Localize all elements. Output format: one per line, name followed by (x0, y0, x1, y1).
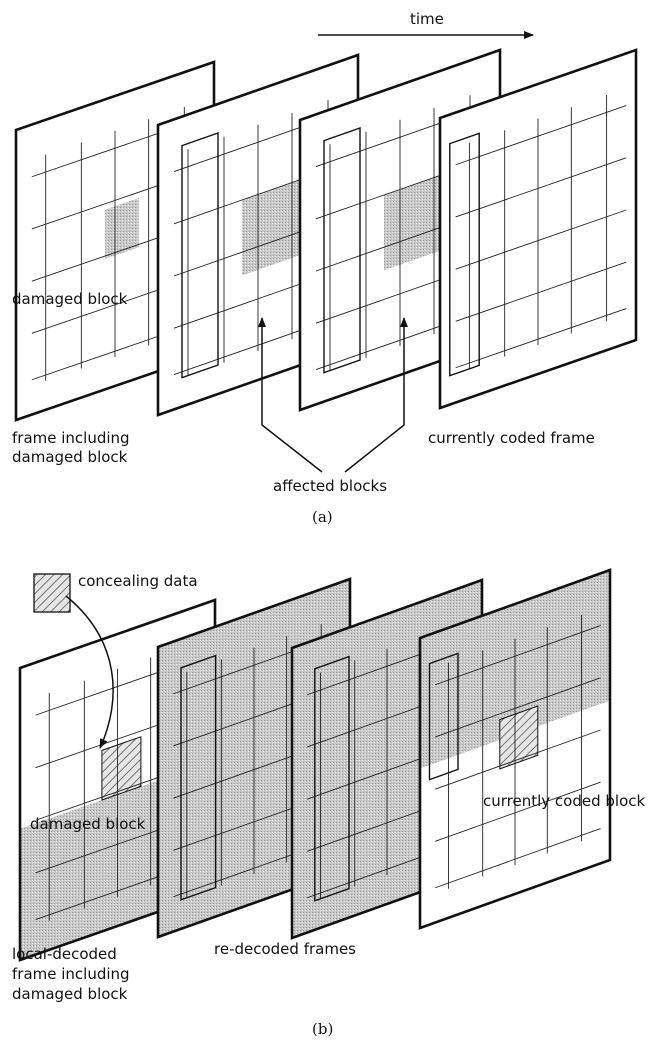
concealing-data-block (33, 573, 71, 613)
local-decoded-label-line3: damaged block (12, 985, 128, 1003)
b-frame-4 (418, 568, 612, 930)
affected-arrow-left (258, 317, 323, 473)
re-decoded-frames-label: re-decoded frames (214, 940, 356, 958)
local-decoded-label-line1: local-decoded (12, 945, 117, 963)
b-frame-4-inner (428, 652, 459, 781)
b-frame-2-inner (180, 654, 217, 901)
concealing-arrow (65, 595, 114, 749)
affected-blocks-label: affected blocks (273, 477, 387, 495)
b-frame-4-hline-3 (435, 781, 601, 842)
a-frame-4-hline-2 (455, 209, 627, 270)
a-frame-3-inner (323, 127, 361, 374)
a-frame-4-border (438, 48, 638, 410)
damaged-block-label-b: damaged block (30, 815, 146, 833)
a-frame-3-shade-0 (384, 169, 456, 271)
damaged-block-label-a: damaged block (12, 290, 128, 308)
a-frame-2-inner (181, 132, 219, 379)
a-frame-2-shade-0 (242, 174, 314, 276)
a-frame-4-inner (449, 132, 480, 377)
frame-including-label-line2: damaged block (12, 448, 128, 466)
panel-b (18, 568, 612, 962)
concealing-data-label: concealing data (78, 572, 198, 590)
b-frame-4-hline-1 (435, 677, 601, 738)
b-frame-4-hline-4 (435, 828, 601, 889)
a-frame-1-shade-0 (105, 198, 139, 259)
frame-including-label-line1: frame including (12, 429, 130, 447)
b-frame-4-shade-1 (499, 705, 539, 770)
b-frame-4-hline-2 (435, 729, 601, 790)
panel-a (14, 48, 638, 422)
a-frame-4-hline-0 (455, 105, 627, 166)
caption-a: (a) (312, 508, 333, 526)
b-frame-4-border (418, 568, 612, 930)
a-frame-4-hline-4 (455, 308, 627, 369)
a-frame-4 (438, 48, 638, 410)
b-frame-4-hline-0 (435, 625, 601, 686)
b-frame-1-shade-1 (101, 736, 142, 801)
caption-b: (b) (312, 1020, 333, 1038)
currently-coded-frame-label: currently coded frame (428, 429, 595, 447)
a-frame-4-hline-1 (455, 157, 627, 218)
b-frame-3-inner (314, 655, 350, 902)
affected-arrow-right (344, 317, 408, 473)
a-frame-4-hline-3 (455, 261, 627, 322)
local-decoded-label-line2: frame including (12, 965, 130, 983)
currently-coded-block-label: currently coded block (483, 792, 646, 810)
time-label: time (410, 10, 444, 28)
